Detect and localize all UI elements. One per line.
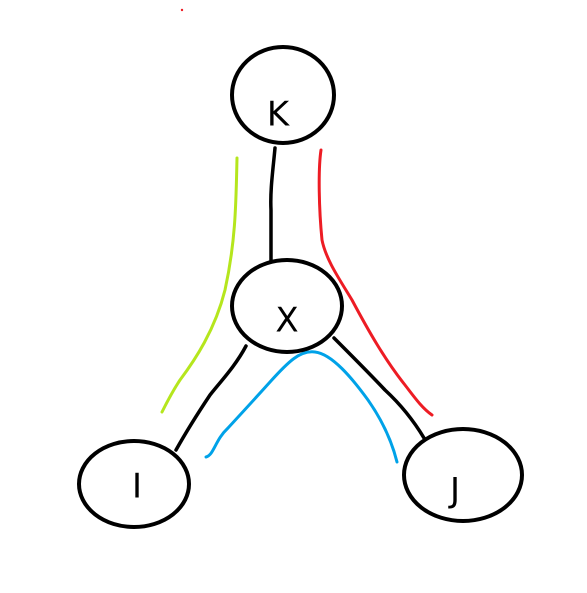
node-k-label: K [267, 95, 291, 135]
path-mark-k-j [317, 148, 434, 417]
node-j-label: J [448, 471, 460, 511]
node-x[interactable]: X [230, 258, 344, 354]
node-i-circle [77, 439, 191, 529]
edge-x-i [174, 344, 248, 452]
node-j-circle [402, 427, 524, 523]
edge-x-j [332, 336, 426, 440]
node-i[interactable]: I [77, 439, 191, 529]
node-j[interactable]: J [402, 427, 524, 523]
edge-k-x [269, 146, 277, 270]
node-i-label: I [132, 467, 142, 507]
node-x-label: X [275, 301, 298, 341]
node-k-circle [230, 45, 336, 145]
node-x-circle [230, 258, 344, 354]
path-mark-i-j [204, 350, 399, 464]
path-mark-k-i [160, 156, 239, 414]
node-k[interactable]: K [230, 45, 336, 145]
stray-dot [180, 8, 184, 12]
